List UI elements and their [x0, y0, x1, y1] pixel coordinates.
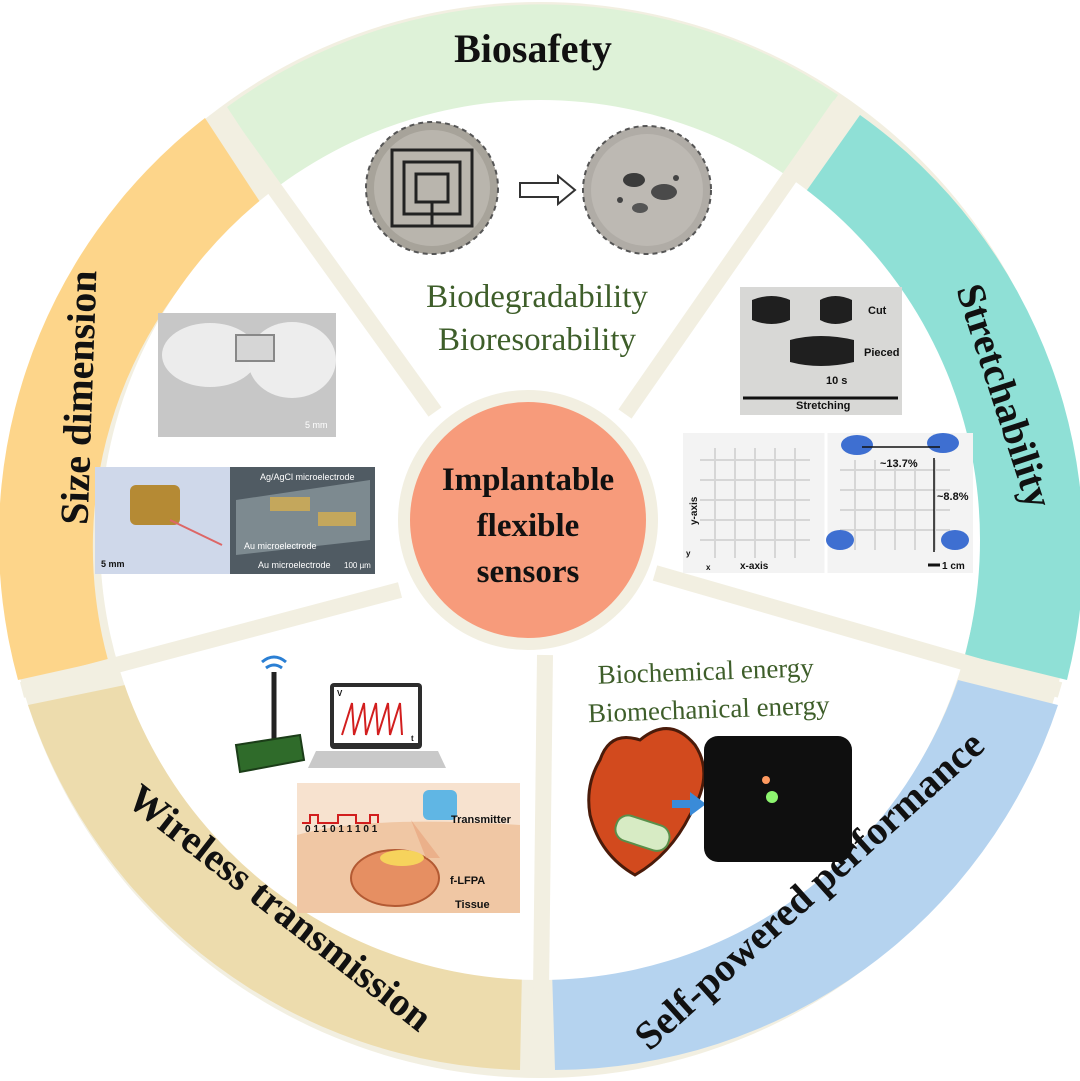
label-pieced: Pieced: [864, 347, 899, 359]
biosafety-device-image: [365, 121, 499, 255]
caption-bioresorability: Bioresorability: [438, 322, 636, 358]
label-f-lfpa: f-LFPA: [450, 875, 485, 887]
label-ag-electrode: Ag/AgCl microelectrode: [260, 472, 355, 482]
biosafety-degraded-image: [582, 125, 712, 255]
heart-image: [587, 727, 706, 877]
size-fingers-image: 5 mm: [158, 313, 336, 437]
label-5mm-b: 5 mm: [101, 559, 125, 569]
segment-size: [0, 118, 262, 680]
wireless-tissue-image: 0 1 1 0 1 1 1 0 1 Transmitter f-LFPA Tis…: [297, 783, 520, 913]
wireless-circuit-image: V t: [230, 648, 446, 774]
segment-wireless: [28, 685, 522, 1070]
label-transmitter: Transmitter: [451, 814, 512, 826]
label-stretching: Stretching: [796, 400, 850, 412]
label-strain-x: ~13.7%: [880, 458, 918, 470]
label-x: x: [706, 563, 711, 572]
caption-biodegradability: Biodegradability: [426, 279, 648, 315]
size-electrode-image: 5 mm Ag/AgCl microelectrode Au microelec…: [95, 467, 375, 574]
label-100um: 100 µm: [344, 561, 371, 570]
center-line-3: sensors: [477, 554, 580, 590]
label-v: V: [337, 689, 343, 698]
blue-arrow-icon: [672, 792, 706, 816]
label-t: t: [411, 734, 414, 743]
dividers: [19, 100, 1063, 1076]
label-tissue: Tissue: [455, 899, 490, 911]
label-10s: 10 s: [826, 375, 847, 387]
label-bits: 0 1 1 0 1 1 1 0 1: [305, 824, 378, 835]
arrow-icon: [519, 173, 577, 207]
title-biosafety: Biosafety: [454, 26, 612, 71]
label-y-axis: y-axis: [689, 496, 700, 525]
led-image: [704, 736, 852, 862]
segment-self-powered: [552, 680, 1058, 1070]
label-cut: Cut: [868, 305, 887, 317]
center-line-1: Implantable: [442, 462, 614, 498]
label-y: y: [686, 549, 691, 558]
label-5mm-a: 5 mm: [305, 420, 328, 430]
label-au-electrode-1: Au microelectrode: [244, 541, 317, 551]
center-line-2: flexible: [477, 508, 580, 544]
label-1cm: 1 cm: [942, 561, 965, 572]
center-core: [410, 402, 646, 638]
label-x-axis: x-axis: [740, 561, 769, 572]
stretch-cut-image: Cut Pieced 10 s Stretching: [740, 287, 902, 415]
segment-biosafety: [227, 4, 838, 196]
label-strain-y: ~8.8%: [937, 491, 969, 503]
stretch-mesh-image: ~13.7% ~8.8% y-axis x-axis y x 1 cm: [683, 433, 973, 573]
label-au-electrode-2: Au microelectrode: [258, 560, 331, 570]
